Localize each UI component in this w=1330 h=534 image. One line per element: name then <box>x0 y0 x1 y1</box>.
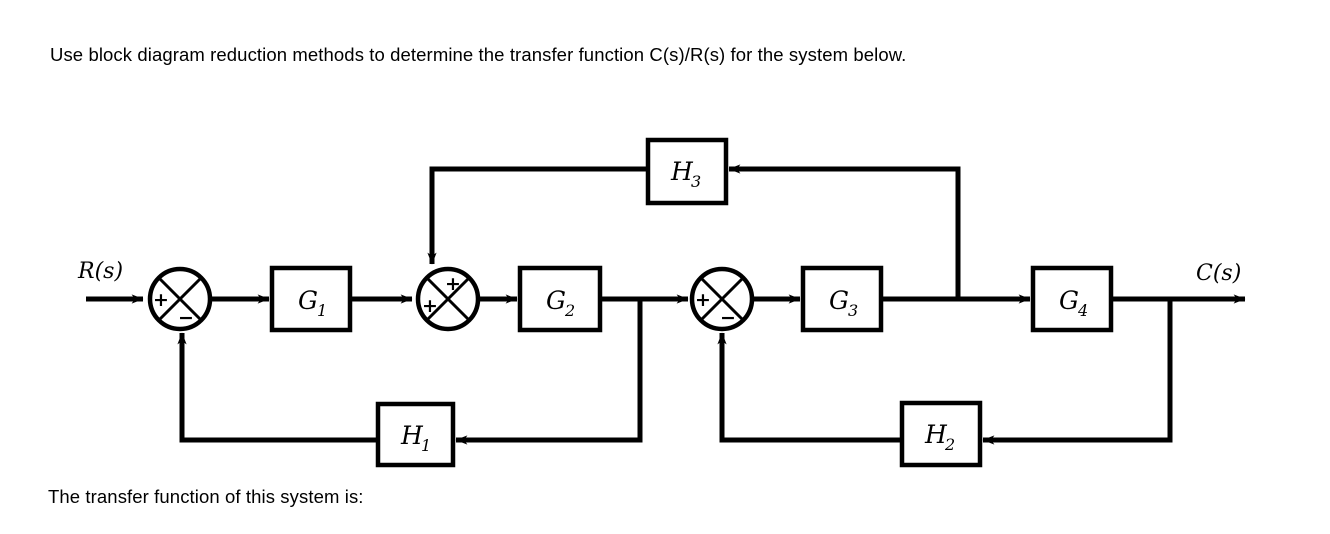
wire-H2-feedback-out <box>717 332 902 443</box>
transfer-function-blocks: G 1 G 2 G 3 G 4 H 1 <box>269 137 1114 468</box>
summing-junction-3-sign-bottom: − <box>720 307 736 329</box>
block-H3-label: H <box>670 157 694 186</box>
summing-junction-1[interactable]: + − <box>147 266 213 332</box>
block-G4-subscript: 4 <box>1077 301 1088 320</box>
summing-junction-1-cross-b <box>157 276 203 322</box>
wire-H1-feedback-out <box>177 332 378 443</box>
summing-junction-group: + − + + + − <box>147 266 755 332</box>
summing-junction-2-cross-b <box>425 276 471 322</box>
wire-H2-feedback-in <box>982 299 1173 445</box>
wire-group <box>86 164 1246 445</box>
summing-junction-2-sign-left: + <box>422 295 438 317</box>
block-G3-subscript: 3 <box>848 301 858 320</box>
summing-junction-2[interactable]: + + <box>415 266 481 332</box>
wire-H1-feedback-in <box>455 299 643 445</box>
block-G1-box <box>269 265 353 333</box>
summing-junction-3-cross-b <box>699 276 745 322</box>
summing-junction-2-sign-top: + <box>445 273 461 295</box>
block-H1-label: H <box>400 421 424 450</box>
block-G3[interactable]: G 3 <box>800 265 884 333</box>
wire-H3-feedback-out <box>427 166 648 265</box>
block-G3-label: G <box>829 286 849 315</box>
block-G2[interactable]: G 2 <box>517 265 603 333</box>
block-H1-box <box>375 401 456 468</box>
block-G2-label: G <box>546 286 566 315</box>
block-H2-label: H <box>924 420 948 449</box>
block-G4-box <box>1030 265 1114 333</box>
block-G1-subscript: 1 <box>317 301 327 320</box>
output-signal-label: C(s) <box>1196 261 1241 286</box>
block-H2-box <box>899 400 983 468</box>
block-G2-subscript: 2 <box>564 301 575 320</box>
block-G1[interactable]: G 1 <box>269 265 353 333</box>
block-H2[interactable]: H 2 <box>899 400 983 468</box>
block-G3-box <box>800 265 884 333</box>
block-G4[interactable]: G 4 <box>1030 265 1114 333</box>
closing-question-text: The transfer function of this system is: <box>48 486 364 507</box>
wire-H3-feedback-in <box>728 164 961 299</box>
input-signal-label: R(s) <box>77 259 123 284</box>
summing-junction-1-sign-left: + <box>153 289 169 311</box>
block-H2-subscript: 2 <box>944 435 955 454</box>
summing-junction-3[interactable]: + − <box>689 266 755 332</box>
block-G1-label: G <box>298 286 318 315</box>
block-G4-label: G <box>1059 286 1079 315</box>
block-H3-subscript: 3 <box>691 172 701 191</box>
block-H3-box <box>645 137 729 206</box>
block-H1-subscript: 1 <box>421 436 431 455</box>
page-title: Use block diagram reduction methods to d… <box>50 44 907 65</box>
block-H3[interactable]: H 3 <box>645 137 729 206</box>
summing-junction-3-sign-left: + <box>695 289 711 311</box>
block-G2-box <box>517 265 603 333</box>
summing-junction-1-sign-bottom: − <box>178 307 194 329</box>
block-H1[interactable]: H 1 <box>375 401 456 468</box>
